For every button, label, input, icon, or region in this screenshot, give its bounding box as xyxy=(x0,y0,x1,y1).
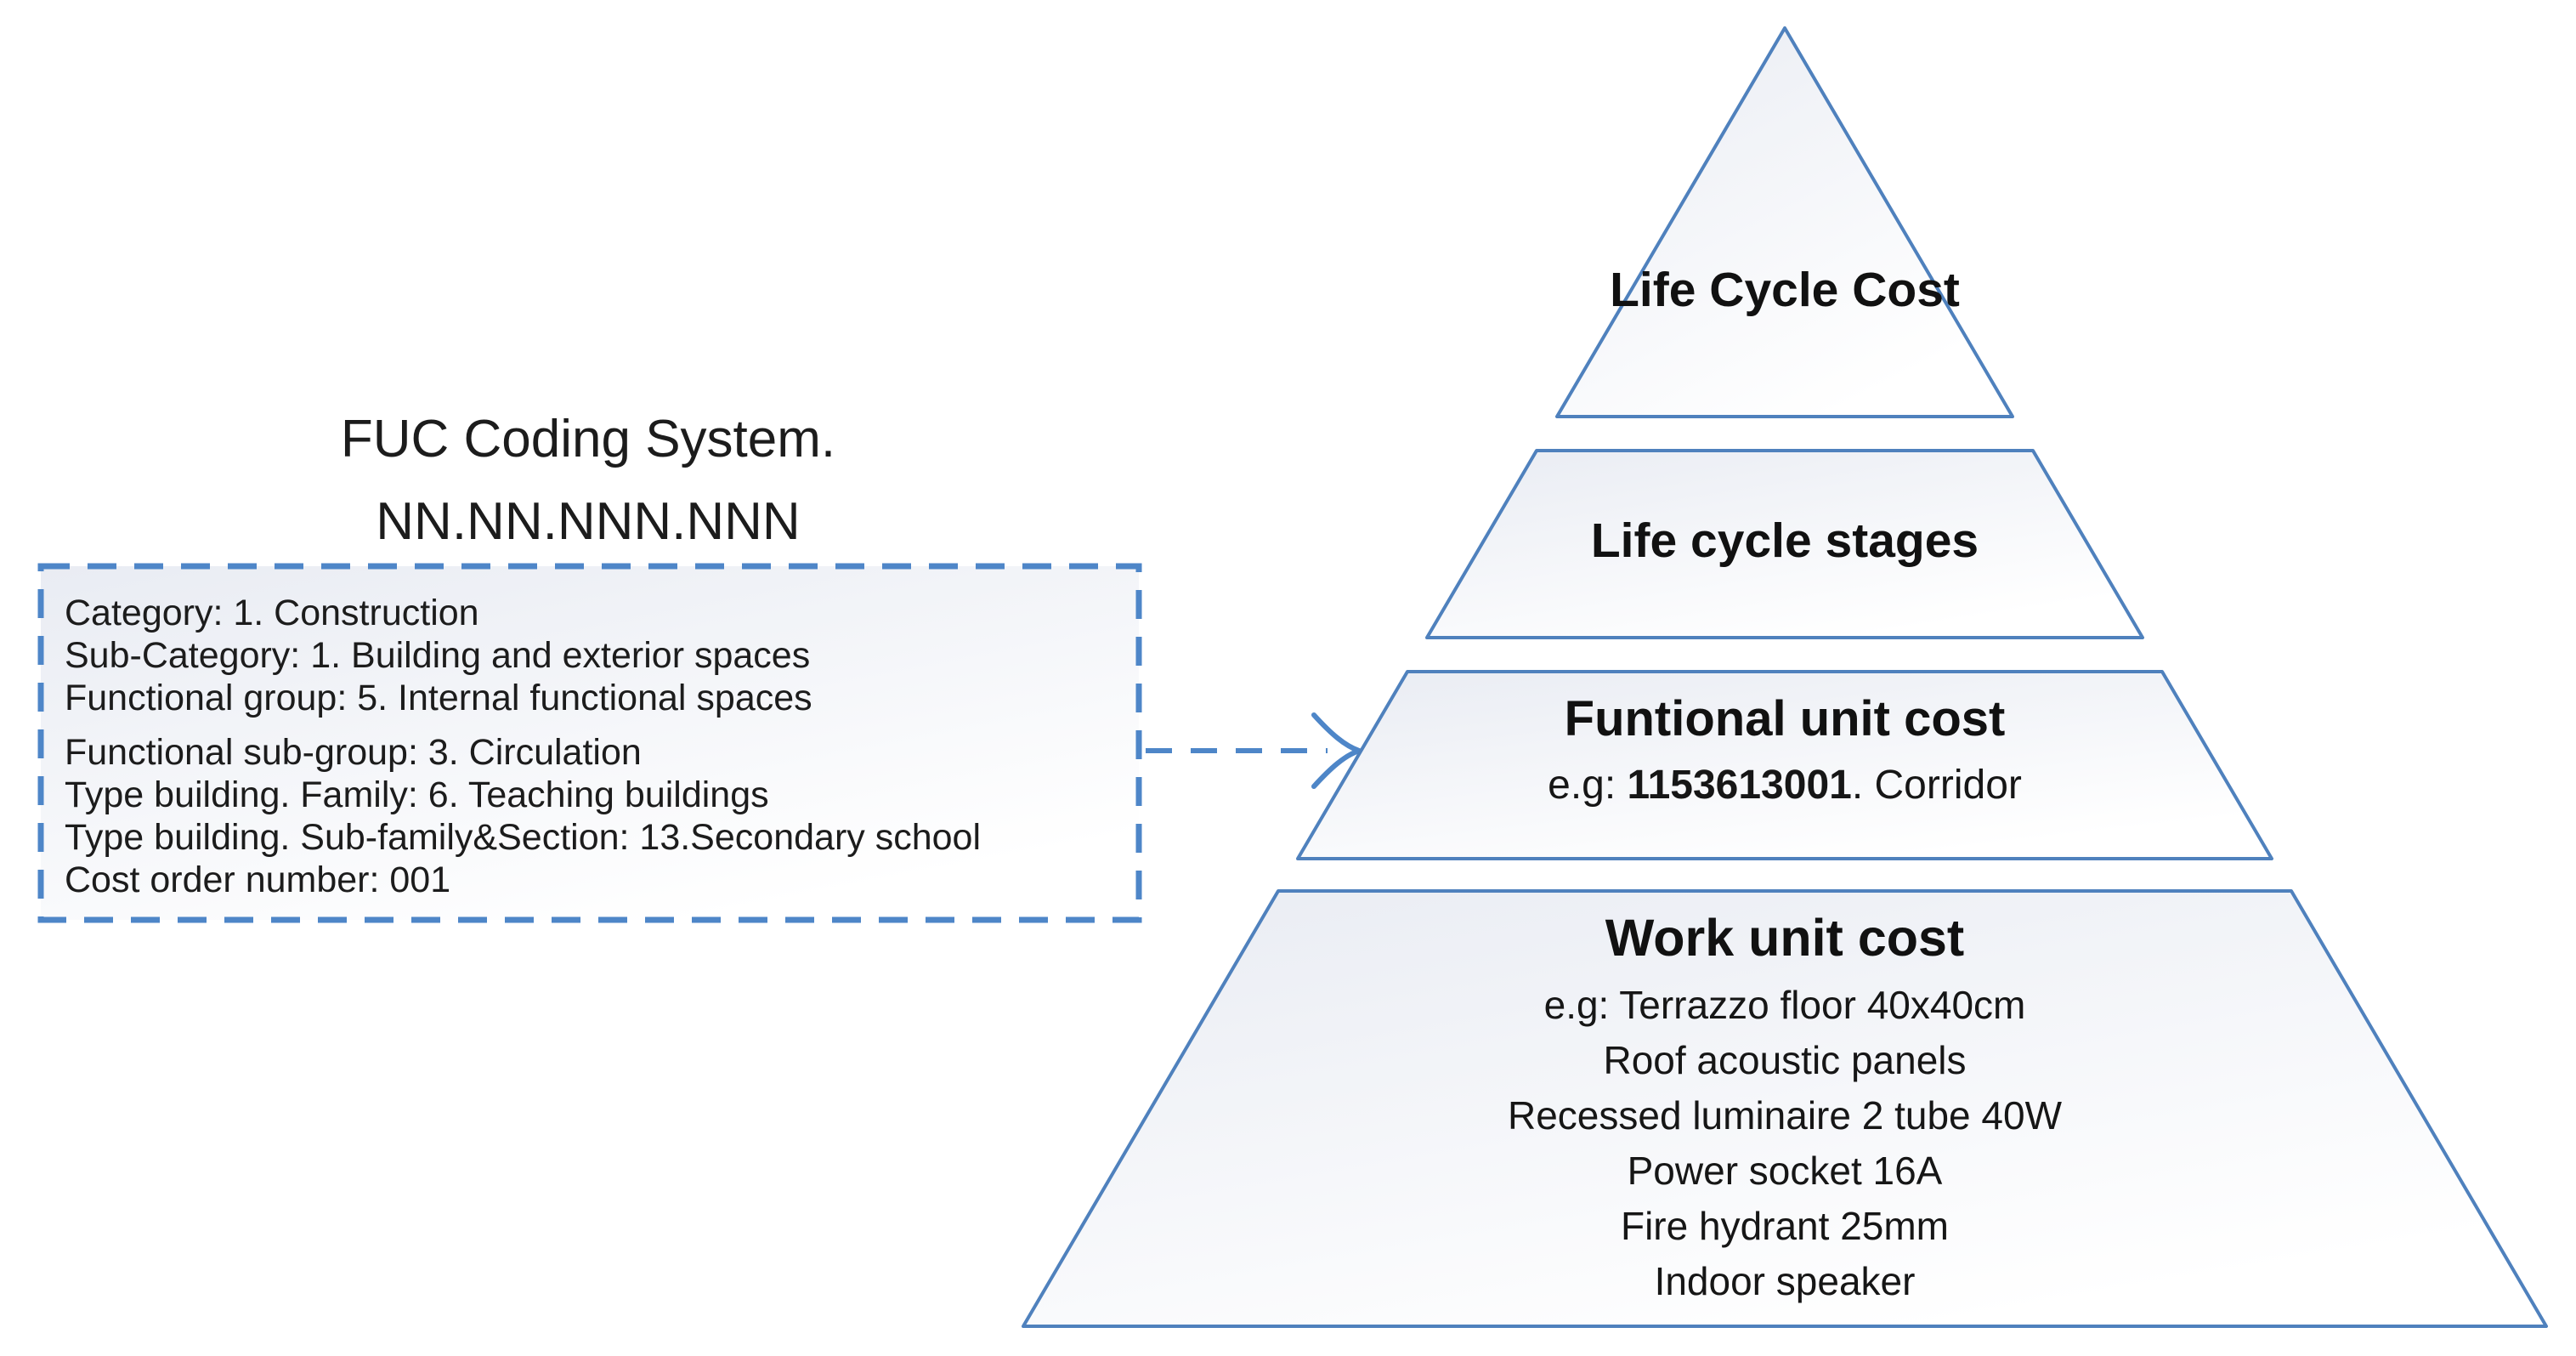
pyramid-level-3-label: Funtional unit cost xyxy=(1564,691,2006,746)
diagram-title-line-1: FUC Coding System. xyxy=(340,410,836,468)
pyramid-level-4-label: Work unit cost xyxy=(1605,909,1965,967)
pyramid-level-3-shape xyxy=(1296,670,2273,860)
diagram-title: FUC Coding System. NN.NN.NNN.NNN xyxy=(36,398,1141,563)
pyramid-level-4-examples: e.g: Terrazzo floor 40x40cm Roof acousti… xyxy=(1508,978,2062,1309)
pyramid-level-3-example: e.g: 1153613001. Corridor xyxy=(1548,762,2022,808)
code-box-outline xyxy=(37,563,1142,923)
code-box-line-type-building-sub-family: Type building. Sub-family&Section: 13.Se… xyxy=(65,817,982,858)
work-unit-example: Recessed luminaire 2 tube 40W xyxy=(1508,1093,2062,1138)
pyramid-level-4-shape xyxy=(1022,889,2548,1328)
code-box-line-functional-group: Functional group: 5. Internal functional… xyxy=(65,678,812,718)
pyramid-level-2-label: Life cycle stages xyxy=(1590,513,1979,568)
pyramid-level-2-shape xyxy=(1425,449,2144,639)
connector-arrow xyxy=(1146,712,1367,789)
code-box-line-type-building-family: Type building. Family: 6. Teaching build… xyxy=(65,774,769,815)
work-unit-example: Roof acoustic panels xyxy=(1603,1038,1967,1082)
work-unit-example: Fire hydrant 25mm xyxy=(1620,1204,1949,1248)
work-unit-example: Power socket 16A xyxy=(1627,1149,1943,1193)
example-prefix: e.g: xyxy=(1548,763,1628,808)
code-box-line-cost-order-number: Cost order number: 001 xyxy=(65,860,451,900)
pyramid-level-1-shape xyxy=(1555,26,2014,418)
code-box-line-category: Category: 1. Construction xyxy=(65,593,479,633)
code-box-line-functional-sub-group: Functional sub-group: 3. Circulation xyxy=(65,732,642,773)
work-unit-example: Indoor speaker xyxy=(1654,1259,1916,1303)
code-box-line-sub-category: Sub-Category: 1. Building and exterior s… xyxy=(65,635,811,676)
pyramid-level-1-label: Life Cycle Cost xyxy=(1610,263,1960,317)
work-unit-example: e.g: Terrazzo floor 40x40cm xyxy=(1543,983,2026,1027)
diagram-title-line-2: NN.NN.NNN.NNN xyxy=(376,492,801,551)
arrowhead-icon xyxy=(1311,712,1367,789)
code-box: Category: 1. Construction Sub-Category: … xyxy=(65,592,1123,901)
example-suffix: . Corridor xyxy=(1851,763,2022,808)
example-fuc-code: 1153613001 xyxy=(1627,763,1852,808)
